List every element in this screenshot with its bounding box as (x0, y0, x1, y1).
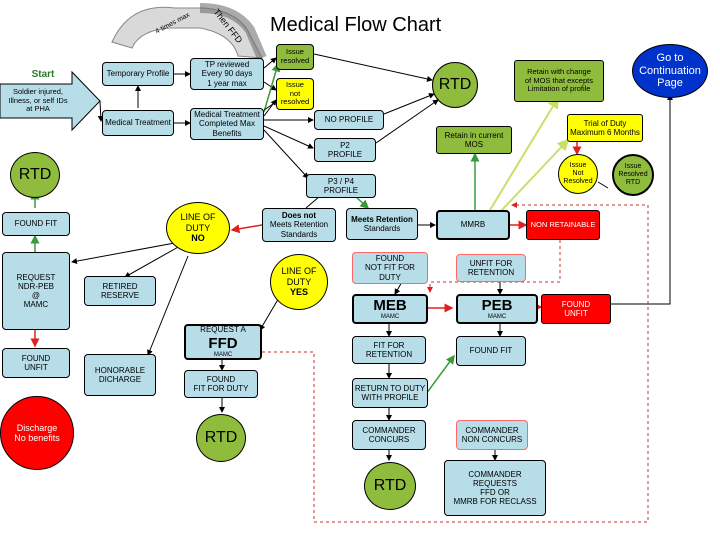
then-ffd-band (199, 3, 267, 60)
node-rtd-top[interactable]: RTD (432, 62, 478, 108)
line-p3p4-doesnot (305, 195, 321, 209)
node-issue-not-resolved-top[interactable]: Issue not resolved (276, 78, 314, 110)
line-completed-issueres (263, 62, 281, 113)
node-found-fit-peb[interactable]: FOUND FIT (456, 336, 526, 366)
line-peb-continuation (584, 94, 673, 305)
line-completed-p3p4 (263, 129, 309, 179)
page-title: Medical Flow Chart (270, 14, 442, 36)
line-lod-no-ndr (71, 241, 181, 265)
dashed-ffd-loop (262, 202, 649, 523)
node-tp-reviewed[interactable]: TP reviewed Every 90 days 1 year max (190, 58, 264, 90)
node-no-profile[interactable]: NO PROFILE (314, 110, 384, 130)
meets-rest: Standards (363, 224, 401, 233)
meets-bold: Meets Retention (351, 214, 413, 224)
node-found-not-fit[interactable]: FOUND NOT FIT FOR DUTY (352, 252, 428, 284)
node-request-ndr-peb[interactable]: REQUEST NDR-PEB @ MAMC (2, 252, 70, 330)
lod-no-text: LINE OF DUTY (180, 212, 216, 233)
node-issue-not-resolved-right[interactable]: Issue Not Resolved (558, 154, 598, 194)
line-p2-rtd (375, 99, 439, 144)
does-not-bold: Does not (281, 211, 317, 221)
node-honorable-discharge[interactable]: HONORABLE DICHARGE (84, 354, 156, 396)
node-p2-profile[interactable]: P2 PROFILE (314, 138, 376, 162)
dashed-nonret-meb (427, 240, 561, 293)
line-tp-issue-notres (263, 81, 277, 91)
node-med-treatment-completed[interactable]: Medical Treatment Completed Max Benefits (190, 108, 264, 140)
line-lod-no-honorable (147, 255, 189, 356)
lod-yes-text: LINE OF DUTY (281, 266, 317, 287)
node-issue-resolved-rtd[interactable]: Issue Resolved RTD (612, 154, 654, 196)
node-meb[interactable]: MEB MAMC (352, 294, 428, 324)
node-found-fit-for-duty[interactable]: FOUND FIT FOR DUTY (184, 370, 258, 398)
meb-title: MEB (373, 296, 407, 314)
node-found-unfit-right[interactable]: FOUND UNFIT (541, 294, 611, 324)
node-found-unfit-left[interactable]: FOUND UNFIT (2, 348, 70, 378)
peb-sub: MAMC (487, 314, 507, 321)
node-retired-reserve[interactable]: RETIRED RESERVE (84, 276, 156, 306)
node-temporary-profile[interactable]: Temporary Profile (102, 62, 174, 86)
node-mmrb[interactable]: MMRB (436, 210, 510, 240)
node-trial-of-duty[interactable]: Trial of Duty Maximum 6 Months (567, 114, 643, 142)
ffd-title: FFD (208, 334, 238, 352)
line-mmrb-trial (499, 138, 570, 213)
node-go-to-continuation[interactable]: Go to Continuation Page (632, 44, 708, 98)
line-noprofile-rtd (383, 93, 435, 115)
node-return-to-duty[interactable]: RETURN TO DUTY WITH PROFILE (352, 378, 428, 408)
line-tp-issue-res (263, 57, 277, 69)
line-issueres-rtd (313, 53, 433, 82)
node-issue-resolved-top[interactable]: Issue resolved (276, 44, 314, 70)
line-completed-issue-notres (263, 99, 277, 117)
node-does-not-meet[interactable]: Does not Meets Retention Standards (262, 208, 336, 242)
node-meets-retention[interactable]: Meets Retention Standards (346, 208, 418, 240)
line-issue-notres-back (263, 101, 277, 111)
line-start-medtreat (97, 100, 104, 122)
line-lod-yes-ffd (259, 295, 281, 331)
node-non-retainable[interactable]: NON RETAINABLE (526, 210, 600, 240)
line-return-rtd-back (425, 354, 455, 395)
start-text: Soldier injured, Illness, or self IDs at… (8, 87, 68, 114)
line-lod-no-retired (124, 245, 181, 278)
ffd-line1: REQUEST A (200, 325, 246, 335)
does-not-rest: Meets Retention Standards (269, 220, 329, 239)
node-found-fit-left[interactable]: FOUND FIT (2, 212, 70, 236)
node-retain-change-mos[interactable]: Retain with change of MOS that excepts L… (514, 60, 604, 102)
node-fit-for-retention[interactable]: FIT FOR RETENTION (352, 336, 426, 364)
node-rtd-bottom-left[interactable]: RTD (196, 414, 246, 462)
line-completed-p2 (263, 125, 314, 149)
node-discharge-no-benefits[interactable]: Discharge No benefits (0, 396, 74, 470)
lod-yes-value: YES (289, 287, 308, 298)
peb-title: PEB (481, 296, 513, 314)
node-commander-non-concurs[interactable]: COMMANDER NON CONCURS (456, 420, 528, 450)
node-request-a-ffd[interactable]: REQUEST A FFD MAMC (184, 324, 262, 360)
node-line-of-duty-yes[interactable]: LINE OF DUTY YES (270, 254, 328, 310)
node-p3p4-profile[interactable]: P3 / P4 PROFILE (306, 174, 376, 198)
line-mmrb-retain-change (489, 96, 560, 211)
line-p3p4-meets (354, 195, 370, 210)
node-commander-concurs[interactable]: COMMANDER CONCURS (352, 420, 426, 450)
start-label: Start (31, 69, 55, 81)
line-issue-notres-pointer (597, 181, 609, 189)
meb-sub: MAMC (380, 314, 400, 321)
lod-no-value: NO (191, 233, 205, 244)
line-doesnot-lod (230, 224, 263, 234)
node-line-of-duty-no[interactable]: LINE OF DUTY NO (166, 202, 230, 254)
node-rtd-left[interactable]: RTD (10, 152, 60, 198)
node-retain-current-mos[interactable]: Retain in current MOS (436, 126, 512, 154)
node-unfit-for-retention[interactable]: UNFIT FOR RETENTION (456, 254, 526, 282)
node-rtd-bottom[interactable]: RTD (364, 462, 416, 510)
node-peb[interactable]: PEB MAMC (456, 294, 538, 324)
node-medical-treatment[interactable]: Medical Treatment (102, 110, 174, 136)
node-commander-requests[interactable]: COMMANDER REQUESTS FFD OR MMRB FOR RECLA… (444, 460, 546, 516)
start-arrow-shape (0, 70, 101, 132)
ffd-sub: MAMC (213, 351, 233, 358)
